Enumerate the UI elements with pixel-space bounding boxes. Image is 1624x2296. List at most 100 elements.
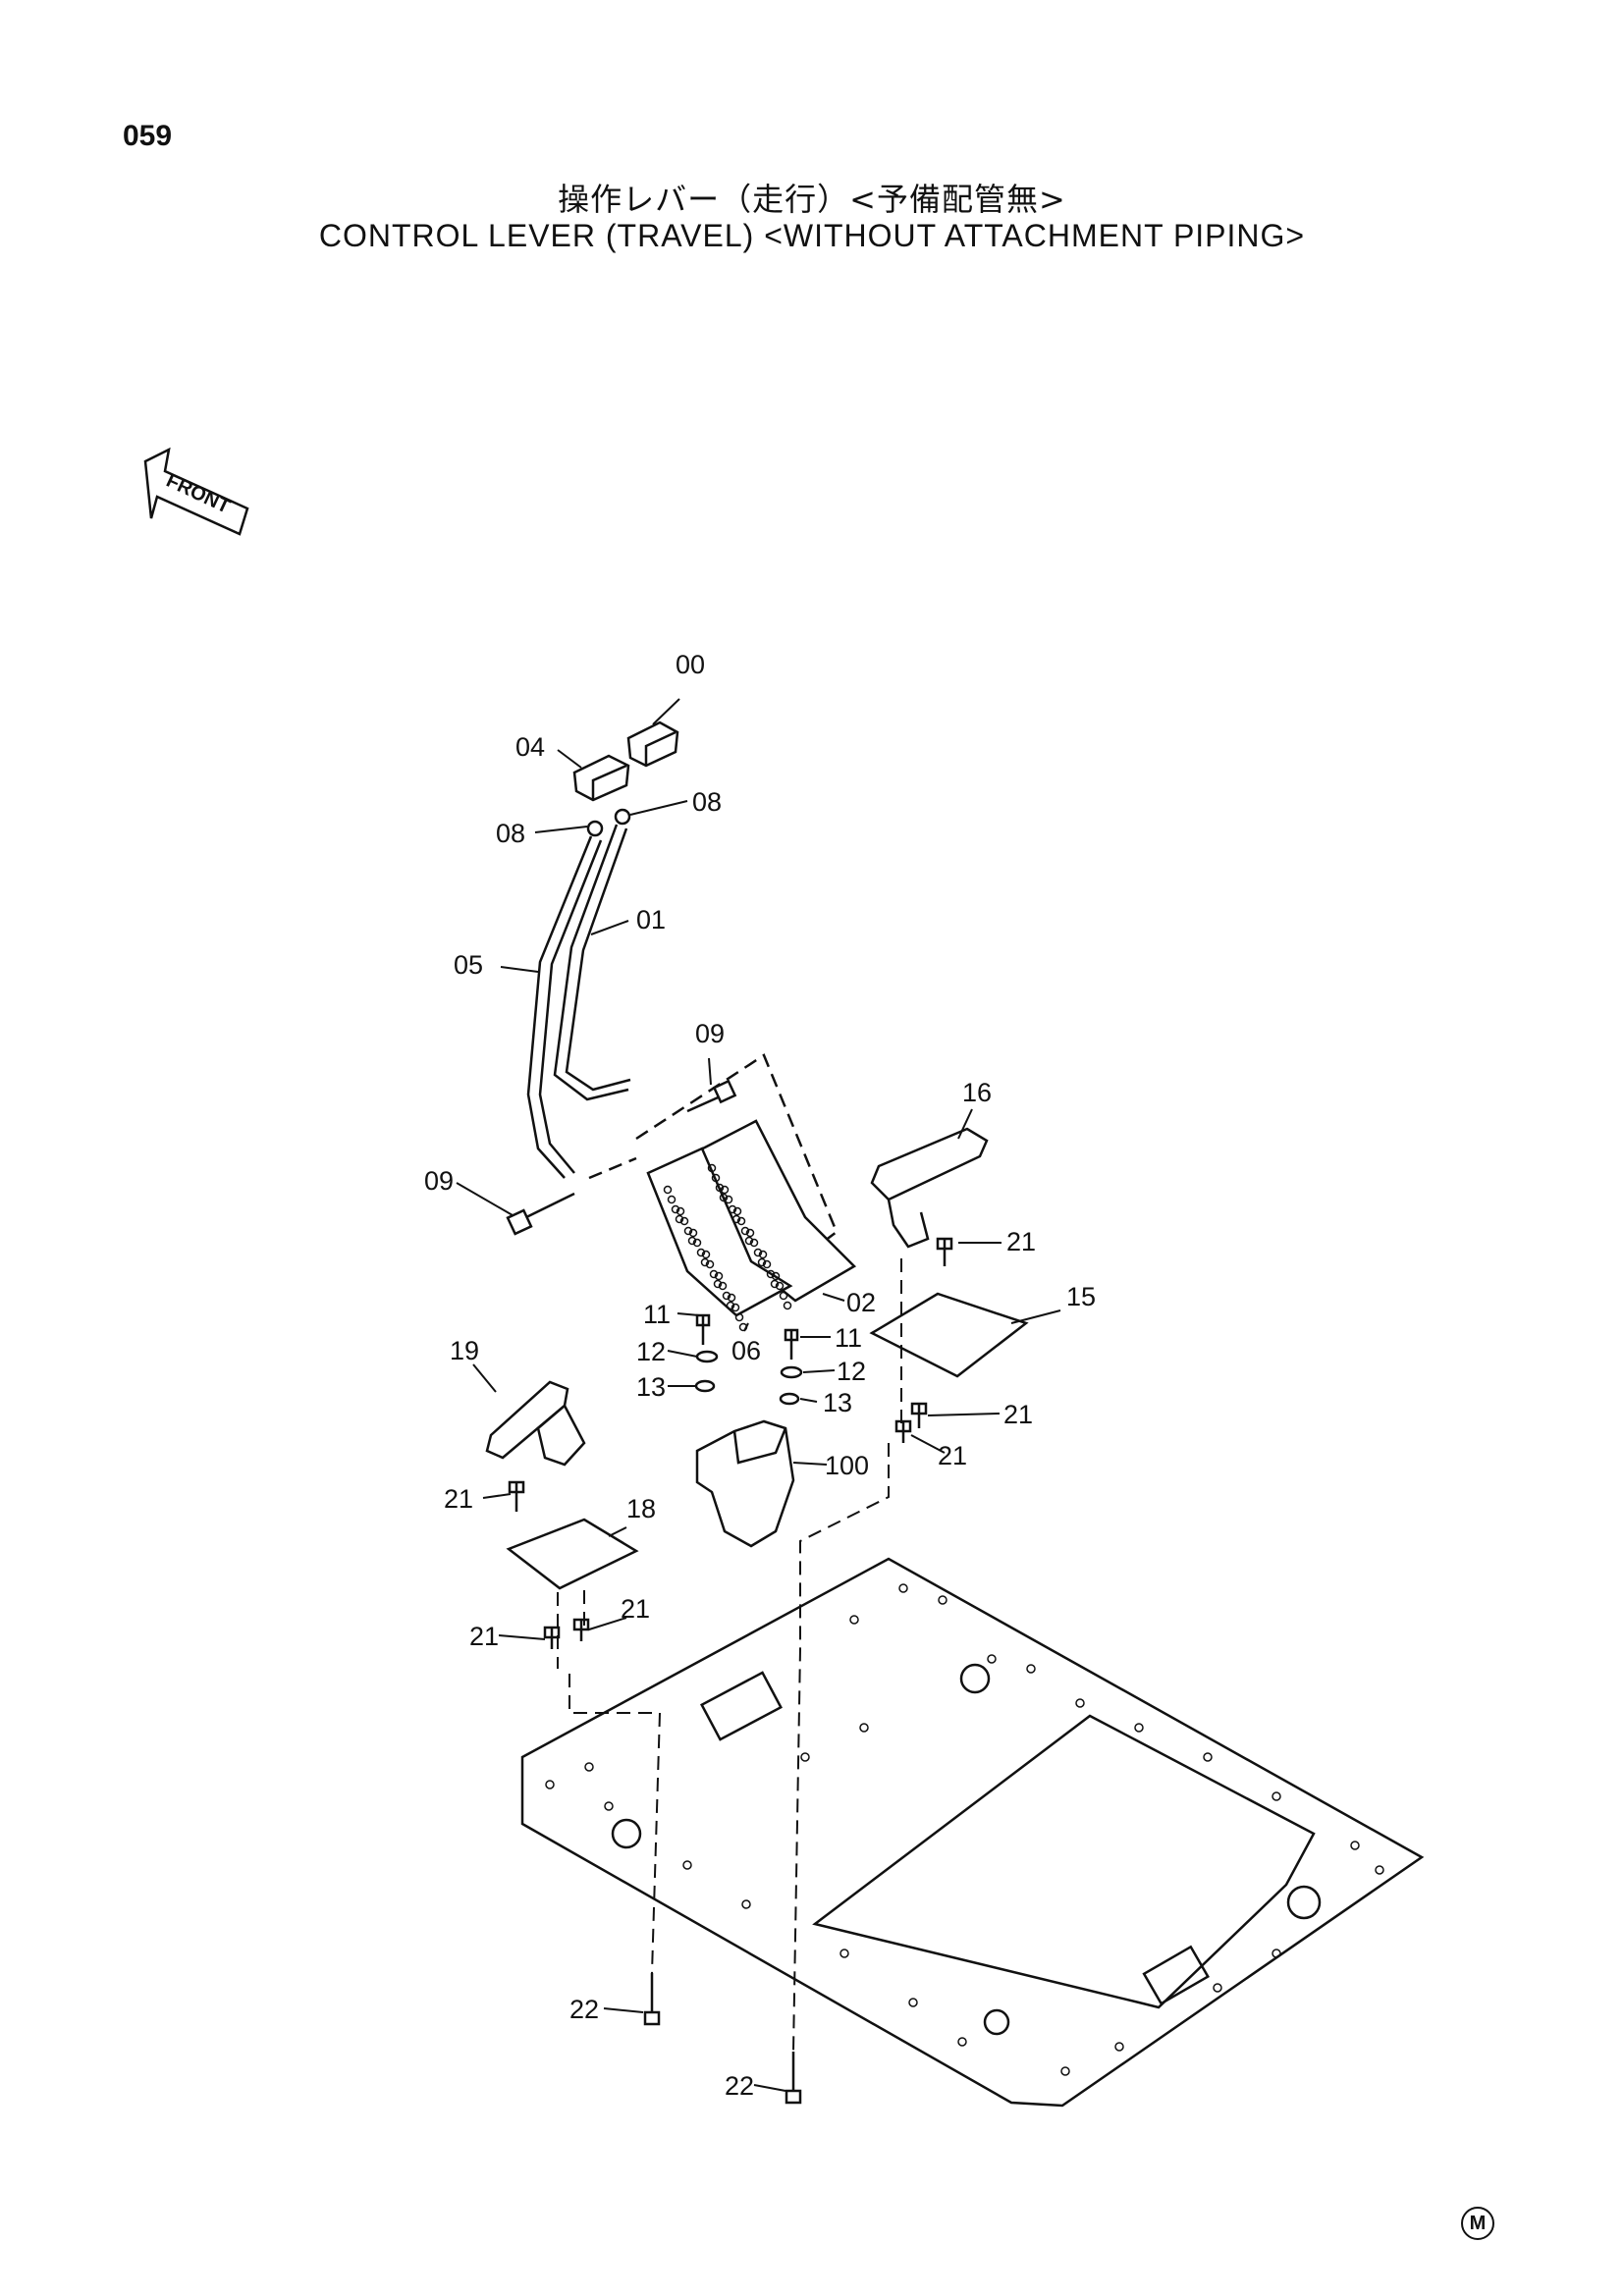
pedal-grip-hole bbox=[679, 1216, 689, 1226]
callout-22-left: 22 bbox=[569, 1995, 599, 2024]
bolt-09-lower bbox=[506, 1192, 575, 1236]
pedal-grip-hole bbox=[722, 1291, 731, 1301]
plate-hole bbox=[839, 1949, 849, 1958]
assembly-lines bbox=[557, 1258, 902, 2053]
plate-hole bbox=[800, 1752, 810, 1762]
pedal-grip-hole bbox=[688, 1228, 698, 1238]
bolt-22-right bbox=[785, 2052, 802, 2105]
washer-13-right bbox=[779, 1392, 800, 1406]
callout-12-left: 12 bbox=[636, 1337, 666, 1366]
title-english: CONTROL LEVER (TRAVEL) <WITHOUT ATTACHME… bbox=[318, 218, 1306, 253]
callout-21-c: 21 bbox=[938, 1441, 967, 1470]
floor-plate-holes bbox=[545, 1583, 1384, 2076]
washer-12-right bbox=[780, 1365, 803, 1379]
plate-15 bbox=[869, 1292, 1029, 1378]
bolt-21-b bbox=[910, 1402, 928, 1428]
callout-21-a: 21 bbox=[1006, 1227, 1036, 1256]
lever-rod-05 bbox=[526, 835, 603, 1179]
washer-13-left bbox=[694, 1379, 716, 1393]
bolt-21-f bbox=[572, 1618, 590, 1641]
pedal-grip-hole bbox=[726, 1301, 735, 1310]
nut-08-left bbox=[586, 820, 604, 837]
pedal-grip-hole bbox=[745, 1228, 755, 1238]
callout-11-left: 11 bbox=[643, 1300, 671, 1329]
washer-12-left bbox=[695, 1350, 719, 1363]
callout-18: 18 bbox=[626, 1494, 656, 1523]
callout-08-left: 08 bbox=[496, 819, 525, 848]
pedal-16 bbox=[870, 1127, 989, 1249]
plate-hole bbox=[1114, 2042, 1124, 2052]
bolt-21-e bbox=[543, 1626, 561, 1649]
pedal-grip-hole bbox=[663, 1185, 673, 1195]
pedal-grip-hole bbox=[779, 1291, 788, 1301]
lever-knob-04 bbox=[572, 754, 630, 802]
pedal-grip-hole bbox=[758, 1250, 768, 1259]
pedal-grip-hole bbox=[728, 1204, 737, 1214]
callout-21-d: 21 bbox=[444, 1484, 473, 1514]
bolt-11-right bbox=[784, 1328, 799, 1360]
bolt-11-left bbox=[695, 1313, 711, 1345]
callout-01: 01 bbox=[636, 905, 666, 934]
pedal-grip-hole bbox=[734, 1312, 744, 1322]
plate-hole bbox=[1375, 1865, 1384, 1875]
pedal-grip-hole bbox=[671, 1204, 680, 1214]
pedal-grip-hole bbox=[667, 1195, 677, 1204]
plate-hole bbox=[898, 1583, 908, 1593]
pedal-grip-hole bbox=[683, 1226, 693, 1236]
pedal-grip-hole bbox=[687, 1236, 697, 1246]
title-japanese: 操作レバー（走行）<予備配管無> bbox=[558, 181, 1066, 218]
callout-21-b: 21 bbox=[1003, 1400, 1033, 1429]
plate-hole bbox=[1350, 1841, 1360, 1850]
plate-hole bbox=[1134, 1723, 1144, 1733]
pedal-grip-hole bbox=[709, 1269, 719, 1279]
callout-21-f: 21 bbox=[621, 1594, 650, 1624]
bolt-21-d bbox=[508, 1480, 525, 1512]
pedal-grip-hole bbox=[720, 1185, 730, 1195]
pedal-grip-hole bbox=[714, 1271, 724, 1281]
plate-hole bbox=[938, 1595, 947, 1605]
pedal-grip-hole bbox=[719, 1193, 729, 1202]
pedal-grip-hole bbox=[675, 1214, 684, 1224]
plate-hole bbox=[1272, 1949, 1281, 1958]
pedal-grip-hole bbox=[731, 1303, 740, 1312]
lever-rod-01 bbox=[553, 824, 631, 1101]
callout-100: 100 bbox=[825, 1451, 869, 1480]
pedal-grip-hole bbox=[771, 1271, 781, 1281]
pedal-grip-hole bbox=[757, 1257, 767, 1267]
revision-mark: M bbox=[1461, 2207, 1494, 2240]
callout-09-lower: 09 bbox=[424, 1166, 454, 1196]
callout-02: 02 bbox=[846, 1288, 876, 1317]
pedal-grip-hole bbox=[753, 1248, 763, 1257]
callout-11-right: 11 bbox=[835, 1323, 862, 1353]
callout-13-right: 13 bbox=[823, 1388, 852, 1417]
pedal-grip-hole bbox=[715, 1183, 725, 1193]
pedal-grip-hole bbox=[762, 1259, 772, 1269]
pedal-06 bbox=[646, 1147, 793, 1317]
plate-hole bbox=[1203, 1752, 1213, 1762]
pedal-grip-hole bbox=[775, 1281, 785, 1291]
pedal-grip-hole bbox=[731, 1214, 741, 1224]
callout-19: 19 bbox=[450, 1336, 479, 1365]
pedal-grip-hole bbox=[770, 1279, 780, 1289]
plate-hole bbox=[1213, 1983, 1222, 1993]
pedal-grip-hole bbox=[705, 1259, 715, 1269]
lever-knob-00 bbox=[626, 721, 679, 768]
callout-05: 05 bbox=[454, 950, 483, 980]
pedal-grip-hole bbox=[736, 1216, 746, 1226]
callout-04: 04 bbox=[515, 732, 545, 762]
nut-08-right bbox=[614, 808, 631, 826]
pedal-grip-hole bbox=[700, 1257, 710, 1267]
callout-labels: 00 04 08 08 01 05 09 09 16 21 15 02 11 0… bbox=[424, 650, 1096, 2101]
pedal-grip-hole bbox=[749, 1238, 759, 1248]
pedal-grip-hole bbox=[701, 1250, 711, 1259]
front-arrow-icon bbox=[143, 447, 249, 536]
callout-13-left: 13 bbox=[636, 1372, 666, 1402]
callout-09-upper: 09 bbox=[695, 1019, 725, 1048]
pedal-grip-hole bbox=[724, 1195, 733, 1204]
pedal-grip-hole bbox=[718, 1281, 728, 1291]
callout-00: 00 bbox=[676, 650, 705, 679]
pedal-grip-hole bbox=[713, 1279, 723, 1289]
plate-hole bbox=[957, 2037, 967, 2047]
plate-hole bbox=[1060, 2066, 1070, 2076]
